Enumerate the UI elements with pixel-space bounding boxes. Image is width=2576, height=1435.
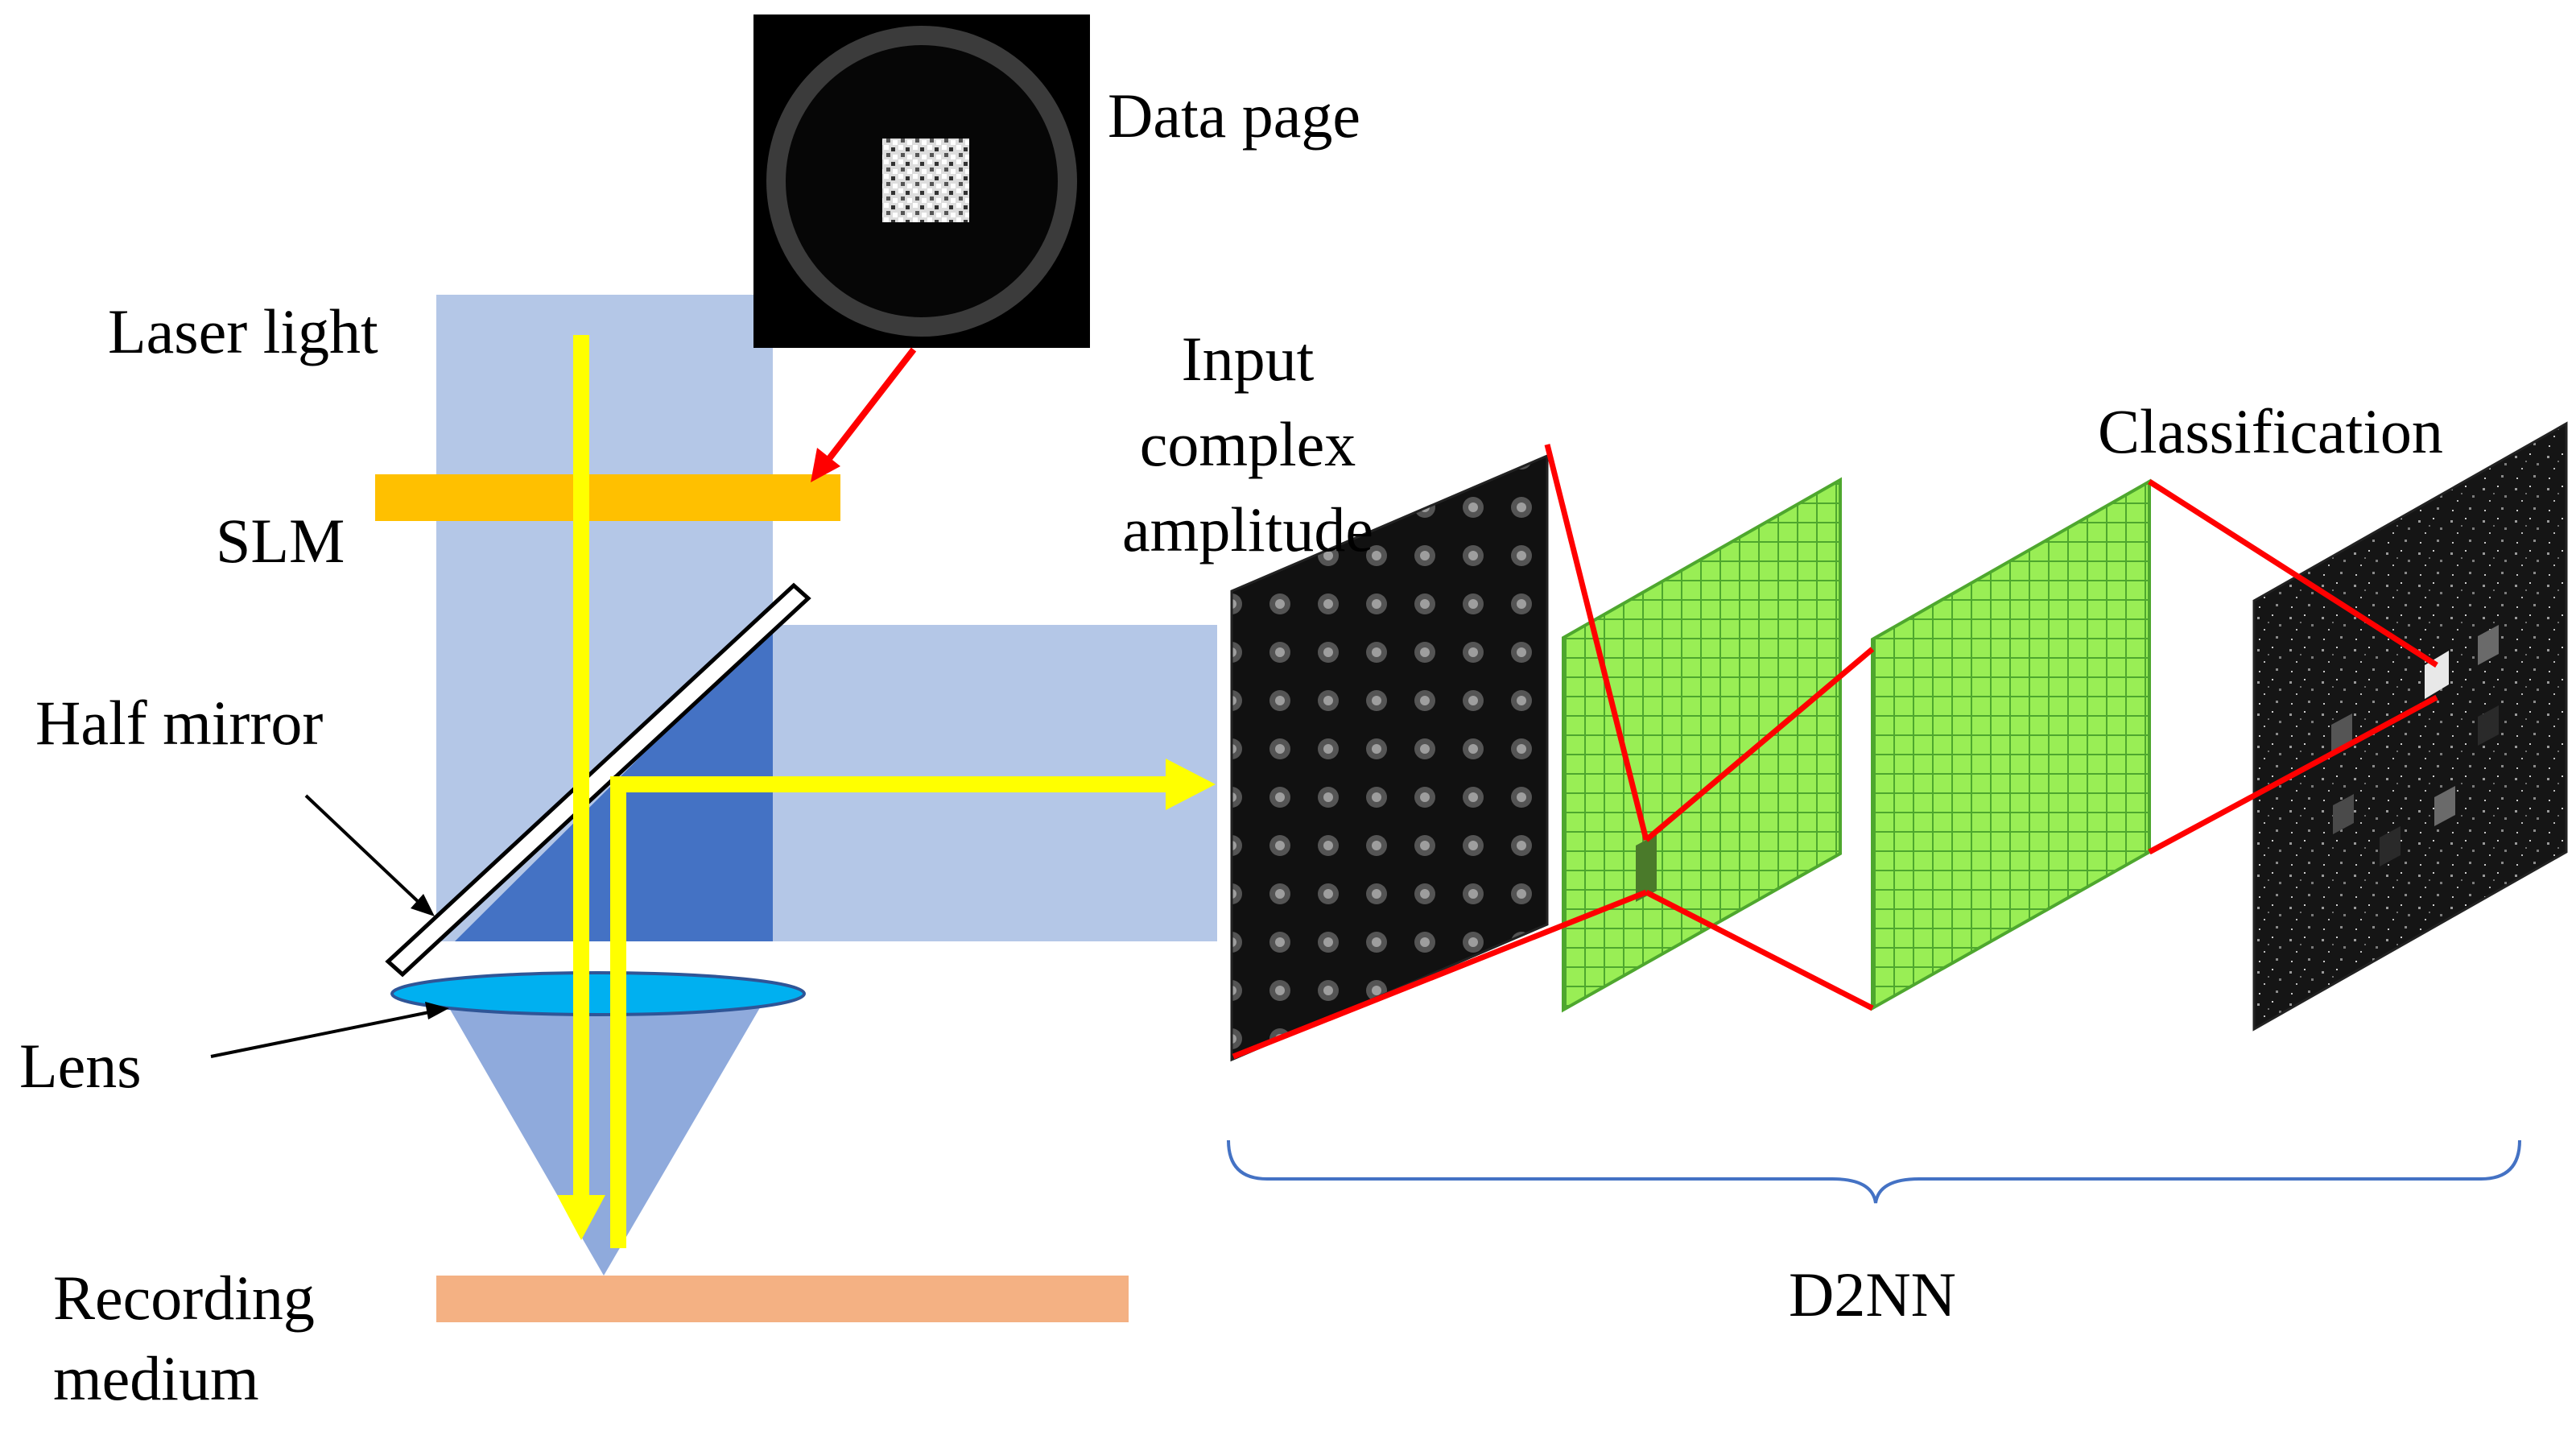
half-mirror: [385, 582, 811, 978]
lens-shape: [390, 971, 806, 1016]
input-amplitude-image: [1230, 453, 1549, 1062]
d2nn-brace: [1227, 1139, 2521, 1204]
slm-bar: [375, 474, 840, 521]
laser-light-label: Laser light: [108, 296, 378, 366]
data-page-image: [753, 14, 1090, 348]
recording-medium-label-line1: Recording: [53, 1263, 315, 1333]
input-label-line1: Input: [1182, 324, 1315, 394]
connection-lines: [1232, 444, 2438, 1060]
slm-label: SLM: [216, 506, 345, 576]
output-class-regions: [2331, 625, 2499, 866]
lens-pointer: [210, 1002, 449, 1058]
input-label-line2: complex: [1140, 409, 1356, 479]
half-mirror-pointer: [304, 794, 435, 916]
d2nn-label: D2NN: [1789, 1259, 1956, 1330]
classification-output-image: [2252, 421, 2568, 1032]
highlighted-neuron: [1636, 834, 1657, 902]
recording-medium-bar: [436, 1276, 1129, 1322]
d2nn-layer-1: [1562, 477, 1842, 1013]
d2nn-layer-2: [1871, 478, 2151, 1011]
laser-rays: [557, 335, 1216, 1248]
half-mirror-label: Half mirror: [35, 688, 323, 758]
focusing-cone: [436, 986, 773, 1276]
recording-medium-label-line2: medium: [53, 1343, 259, 1413]
input-label-line3: amplitude: [1122, 494, 1373, 564]
data-page-label: Data page: [1108, 81, 1360, 151]
data-page-arrow: [811, 347, 917, 482]
lens-label: Lens: [19, 1031, 142, 1101]
classification-label: Classification: [2098, 396, 2443, 466]
